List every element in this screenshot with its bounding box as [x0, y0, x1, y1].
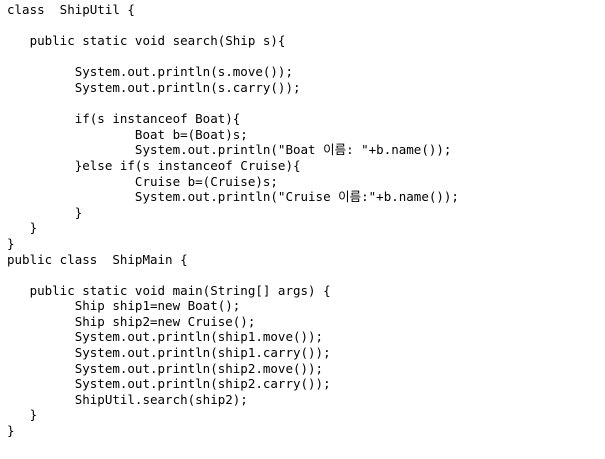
code-line: public static void main(String[] args) {	[7, 282, 331, 298]
code-line: if(s instanceof Boat){	[7, 111, 241, 127]
code-line: }	[7, 235, 15, 251]
code-line: }else if(s instanceof Cruise){	[7, 157, 301, 173]
code-line: }	[7, 423, 15, 439]
code-line	[7, 267, 459, 283]
code-line	[7, 96, 459, 112]
code-line: System.out.println(ship1.move());	[7, 329, 324, 345]
code-line: Ship ship1=new Boat();	[7, 298, 241, 314]
code-line: System.out.println(s.move());	[7, 64, 293, 80]
code-line: public class ShipMain {	[7, 251, 188, 267]
code-line: public static void search(Ship s){	[7, 33, 286, 49]
code-line: }	[7, 220, 38, 236]
code-line: System.out.println(ship2.move());	[7, 360, 324, 376]
code-listing: class ShipUtil { public static void sear…	[7, 2, 459, 439]
code-line: Cruise b=(Cruise)s;	[7, 173, 278, 189]
code-line: }	[7, 407, 38, 423]
code-line: class ShipUtil {	[7, 2, 135, 17]
code-line: System.out.println("Cruise 이름:"+b.name()…	[7, 189, 459, 205]
code-line: System.out.println(ship2.carry());	[7, 376, 331, 392]
code-line: System.out.println(ship1.carry());	[7, 345, 331, 361]
code-line: }	[7, 204, 83, 220]
code-line: ShipUtil.search(ship2);	[7, 391, 248, 407]
code-line	[7, 18, 459, 34]
code-line: Ship ship2=new Cruise();	[7, 313, 256, 329]
code-line: System.out.println("Boat 이름: "+b.name())…	[7, 142, 452, 158]
code-line: Boat b=(Boat)s;	[7, 126, 248, 142]
code-line: System.out.println(s.carry());	[7, 79, 301, 95]
code-line	[7, 49, 459, 65]
